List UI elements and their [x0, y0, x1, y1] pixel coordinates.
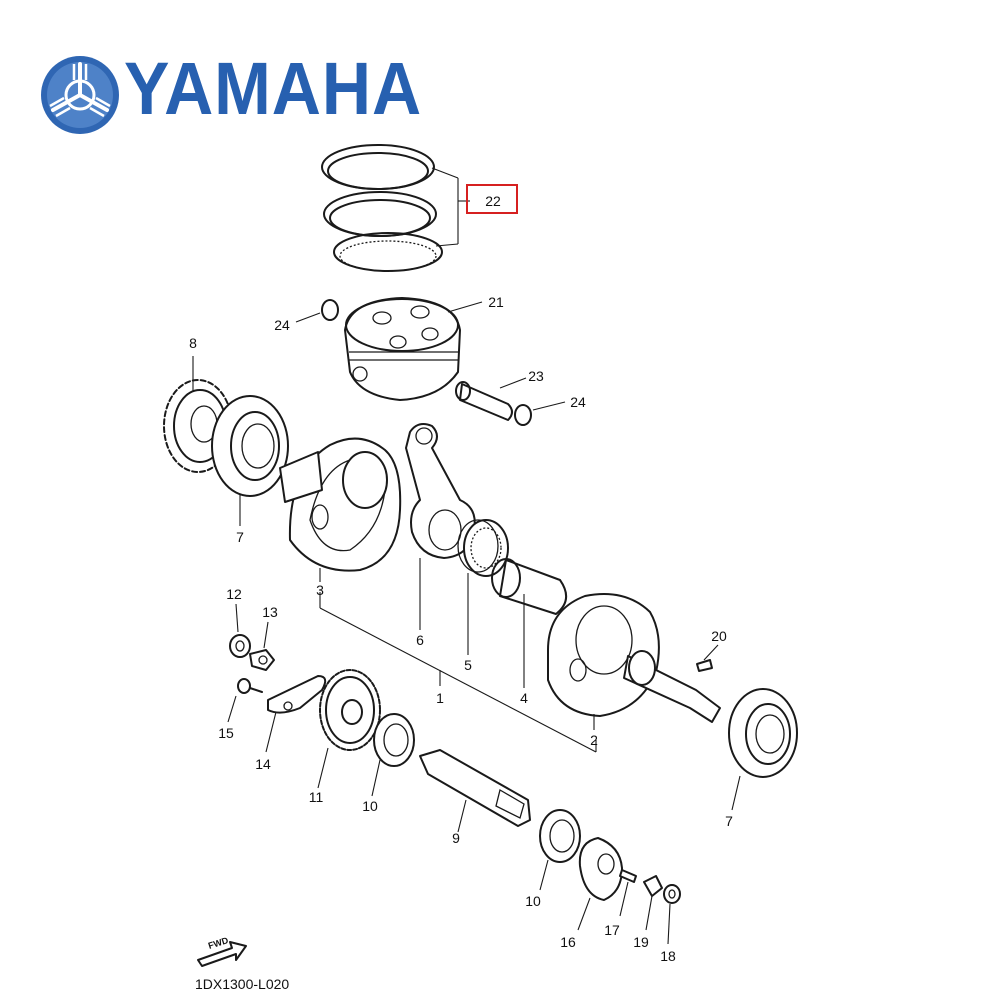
callout-22: 22 — [485, 193, 501, 209]
callout-19: 19 — [633, 934, 649, 950]
callout-9: 9 — [452, 830, 460, 846]
callout-20: 20 — [711, 628, 727, 644]
callout-8: 8 — [189, 335, 197, 351]
callout-5: 5 — [464, 657, 472, 673]
piston-pin — [455, 377, 527, 421]
bolt — [227, 678, 263, 723]
small-nut — [663, 884, 681, 945]
balancer-drive-gear — [317, 669, 381, 789]
balancer-bearing-left — [371, 713, 415, 797]
lock-washer — [249, 621, 275, 671]
callout-10: 10 — [525, 893, 541, 909]
assembly-bracket — [319, 592, 597, 753]
callout-24: 24 — [570, 394, 586, 410]
yamaha-tuning-fork-logo-icon — [41, 56, 119, 134]
balancer-bearing-right — [539, 809, 581, 891]
small-washer — [643, 875, 663, 931]
callout-24: 24 — [274, 317, 290, 333]
callout-14: 14 — [255, 756, 271, 772]
balancer-shaft — [419, 749, 531, 833]
piston-ring-set — [321, 144, 470, 272]
callout-7: 7 — [725, 813, 733, 829]
forward-arrow-icon — [197, 941, 247, 967]
diagram-code: 1DX1300-L020 — [195, 976, 290, 992]
callout-6: 6 — [416, 632, 424, 648]
retainer-plate — [265, 675, 327, 753]
callout-23: 23 — [528, 368, 544, 384]
callout-10: 10 — [362, 798, 378, 814]
woodruff-key — [696, 644, 719, 672]
callout-highlight-box — [466, 184, 518, 214]
callout-16: 16 — [560, 934, 576, 950]
callout-13: 13 — [262, 604, 278, 620]
crank-web-right — [547, 593, 721, 730]
callout-2: 2 — [590, 732, 598, 748]
callout-18: 18 — [660, 948, 676, 964]
crank-web-left — [279, 437, 402, 582]
piston-pin-clip — [295, 299, 566, 426]
brand-wordmark: YAMAHA — [124, 47, 423, 130]
piston — [344, 297, 483, 401]
callout-7: 7 — [236, 529, 244, 545]
callout-11: 11 — [308, 789, 324, 805]
callout-12: 12 — [226, 586, 242, 602]
crank-pin — [491, 558, 567, 688]
callout-4: 4 — [520, 690, 528, 706]
spring-pin — [619, 869, 637, 917]
callout-21: 21 — [488, 294, 504, 310]
callout-3: 3 — [316, 582, 324, 598]
crank-bearing-right — [728, 688, 798, 811]
callout-15: 15 — [218, 725, 234, 741]
lock-nut — [229, 603, 251, 658]
callout-17: 17 — [604, 922, 620, 938]
crank-bearing-left — [211, 395, 289, 526]
callout-1: 1 — [436, 690, 444, 706]
balancer-weight — [577, 837, 623, 931]
